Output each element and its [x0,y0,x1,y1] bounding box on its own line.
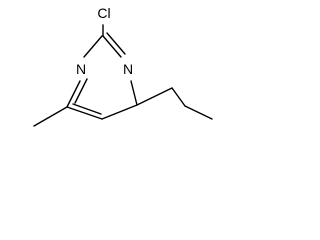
bond-c4-n3 [130,80,138,106]
bond-c4-propyl-1 [136,87,173,106]
atom-label-nitrogen-right: N [123,61,133,77]
bond-propyl-3 [184,105,213,120]
bond-c5-c4 [101,104,138,120]
atom-label-nitrogen-left: N [76,61,86,77]
pyrimidine-structure-diagram: Cl N N [33,5,213,127]
bond-c6-c5-b [72,103,102,115]
bond-n1-c6 [66,80,81,108]
bond-c6-methyl [33,106,68,127]
bond-c2-n3-b [106,32,126,55]
bond-c2-n1 [83,35,103,58]
bond-propyl-2 [171,87,186,107]
atom-label-chlorine: Cl [97,5,110,21]
bond-c2-n3-a [102,35,122,58]
bond-c6-c5-a [66,106,103,120]
bond-n1-inner [74,78,88,104]
